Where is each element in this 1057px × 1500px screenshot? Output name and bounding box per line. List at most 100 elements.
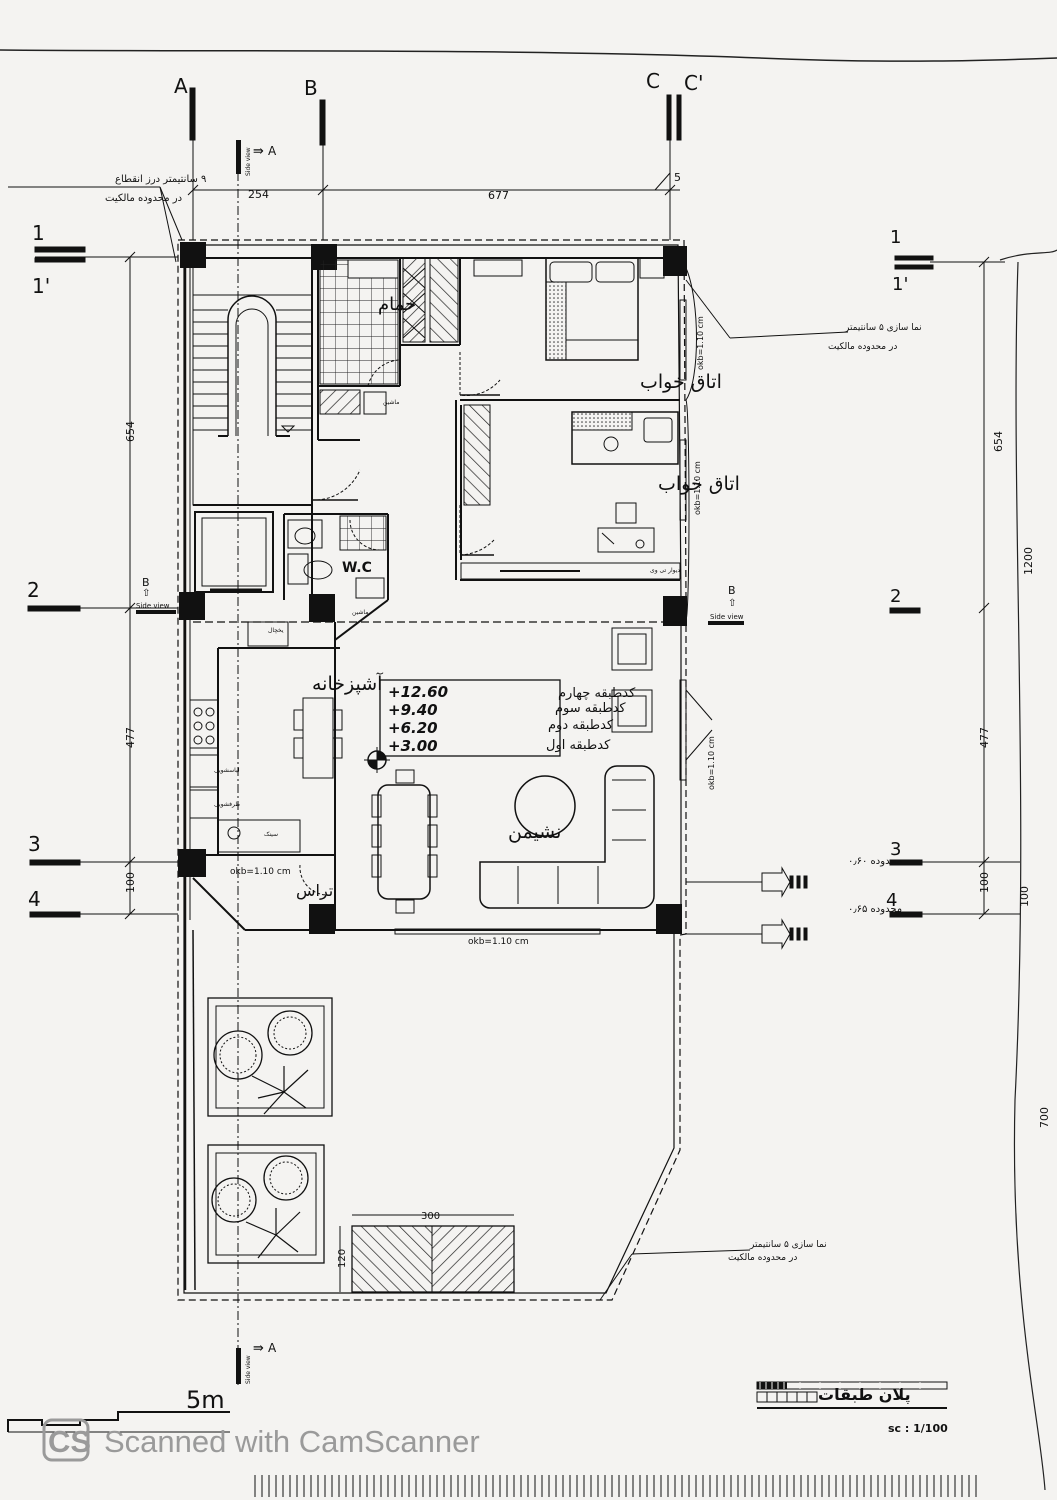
skylight — [339, 1214, 515, 1293]
note-leaders — [8, 186, 849, 1301]
room-terrace: تراس — [296, 881, 333, 901]
dim-top-bc: 677 — [488, 189, 509, 202]
level-3-value: +9.40 — [388, 701, 438, 719]
scalebar-label: 5m — [186, 1386, 225, 1414]
svg-text:B: B — [142, 576, 150, 589]
dim-skylight-h: 120 — [337, 1249, 348, 1268]
axis-label-b: B — [304, 76, 318, 100]
axis-label-3-right: 3 — [890, 839, 901, 860]
living-furniture — [364, 627, 655, 914]
level-4-value: +12.60 — [388, 683, 448, 701]
kitchen-fixtures — [189, 621, 343, 853]
closet-1 — [402, 257, 426, 343]
closet-2 — [429, 257, 459, 343]
section-arrow-bottom: ⇛ — [253, 1341, 264, 1356]
levels-box — [379, 679, 561, 757]
level-1-value: +3.00 — [388, 737, 438, 755]
axis-label-a: A — [174, 74, 188, 98]
tv-wall — [460, 562, 681, 580]
grid-axes — [27, 87, 1020, 935]
level-4-label: کدطبقه چهارم — [558, 686, 636, 701]
note-seam-1: ۹ سانتیمتر درز انقطاع — [115, 174, 206, 185]
okb-bottom: okb=1.10 cm — [468, 937, 529, 947]
dim-top-cc: 5 — [674, 171, 681, 184]
axis-label-c-prime: C' — [684, 71, 703, 95]
axis-label-1: 1 — [32, 221, 45, 245]
room-bedroom-2: اتاق خواب — [658, 473, 740, 495]
paper-edge — [0, 49, 1057, 1491]
axis-label-c: C — [646, 69, 660, 93]
bathroom-tiles — [319, 259, 399, 385]
plan-scale: sc : 1/100 — [888, 1422, 948, 1435]
dim-top-ab: 254 — [248, 188, 269, 201]
note-facade-top-1: نما سازی ۵ سانتیمتر — [844, 323, 922, 333]
right-windows — [679, 299, 687, 781]
label-fridge: یخچال — [268, 627, 284, 634]
okb-bedroom-2: okb=1.10 cm — [693, 461, 702, 515]
bottom-ruler — [254, 1475, 977, 1497]
room-bedroom-1: اتاق خواب — [640, 371, 722, 393]
limit-arrow-60 — [761, 866, 808, 898]
window-bottom — [394, 928, 601, 935]
room-bath: حمام — [378, 294, 416, 315]
note-facade-bottom-2: در محدوده مالکیت — [728, 1253, 797, 1263]
note-seam-2: در محدوده مالکیت — [105, 193, 182, 204]
axis-label-1-prime: 1' — [32, 274, 50, 298]
bath-tub — [347, 259, 399, 279]
bed-1 — [473, 257, 665, 361]
axis-label-1-right: 1 — [890, 227, 901, 248]
section-arrow-top: ⇛ — [253, 144, 264, 159]
camscanner-watermark: Scanned with CamScanner — [104, 1424, 480, 1459]
side-view-top: Side view — [245, 147, 252, 176]
label-washer-2: ماشین — [352, 609, 368, 616]
side-view-b-left: B ⇧ Side view — [136, 576, 176, 614]
label-washer: ماشین — [383, 399, 399, 406]
level-2-label: کدطبقه دوم — [548, 718, 614, 733]
planter-2 — [207, 1144, 325, 1264]
axis-label-2-right: 2 — [890, 586, 901, 607]
okb-kitchen: okb=1.10 cm — [230, 867, 291, 877]
side-view-bottom: Side view — [245, 1355, 252, 1384]
camscanner-logo: CS — [42, 1418, 91, 1462]
svg-text:CS: CS — [48, 1424, 91, 1459]
okb-bedroom-1: okb=1.10 cm — [696, 316, 705, 370]
dimension-lines — [124, 172, 990, 920]
closet-3 — [463, 404, 491, 506]
planter-1 — [207, 997, 333, 1117]
label-laundry: لباسشویی — [214, 767, 240, 774]
note-facade-top-2: در محدوده مالکیت — [828, 342, 897, 352]
section-cut-bottom — [236, 1348, 241, 1384]
dim-right-2-3: 477 — [978, 727, 991, 748]
svg-text:⇧: ⇧ — [142, 588, 150, 599]
dim-right-1-2b: 1200 — [1022, 547, 1035, 575]
room-living: نشیمن — [508, 821, 561, 843]
room-kitchen: آشپزخانه — [312, 671, 383, 695]
plan-title: پلان طبقات — [818, 1385, 911, 1405]
dim-skylight-w: 300 — [421, 1211, 440, 1222]
dim-right-1-2a: 654 — [992, 431, 1005, 452]
svg-text:B: B — [728, 584, 736, 597]
section-cut-top — [236, 140, 241, 174]
bed-2 — [571, 411, 679, 553]
dim-right-3-4a: 100 — [978, 872, 991, 893]
level-2-value: +6.20 — [388, 719, 438, 737]
axis-label-3: 3 — [28, 832, 41, 856]
dim-right-3-4b: 100 — [1018, 886, 1031, 907]
label-tv-wall: دیوار تی وی — [650, 567, 680, 574]
dim-left-3-4: 100 — [124, 872, 137, 893]
door-leaves — [312, 385, 500, 556]
staircase — [192, 257, 313, 506]
note-limit-65: محدوده ۰٫۶۵ — [848, 904, 902, 915]
axis-label-1-prime-right: 1' — [892, 274, 908, 295]
dim-left-2-3: 477 — [124, 727, 137, 748]
section-label-a-bottom: A — [268, 1341, 277, 1355]
svg-text:Side view: Side view — [710, 613, 744, 621]
limit-arrow-65 — [761, 918, 808, 950]
dim-right-bottom: 700 — [1038, 1107, 1051, 1128]
label-dishwasher: ظرفشویی — [214, 801, 240, 808]
side-view-b-right: B ⇧ Side view — [708, 584, 744, 625]
room-wc: W.C — [342, 560, 372, 576]
title-scale-bar — [756, 1381, 948, 1409]
dim-left-1-2: 654 — [124, 421, 137, 442]
